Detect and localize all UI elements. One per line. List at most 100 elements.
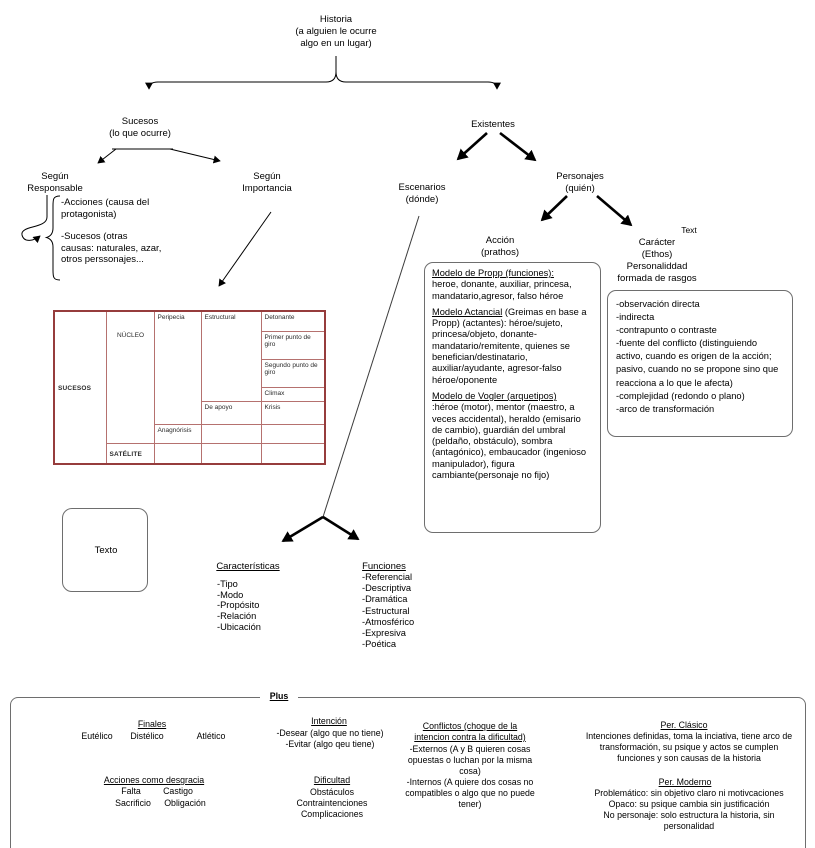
existentes-arrow-personajes xyxy=(499,131,537,162)
propp-title-1: Modelo de Propp (funciones): xyxy=(432,268,554,278)
sucesos-title: Sucesos xyxy=(121,116,159,127)
responsable-item-sucesos: -Sucesos (otras causas: naturales, azar,… xyxy=(61,231,162,265)
escenarios-long-line xyxy=(322,215,420,518)
node-sucesos: Sucesos (lo que ocurre) xyxy=(65,116,215,140)
caracter-l1: Carácter xyxy=(638,237,676,248)
propp-box: Modelo de Propp (funciones): heroe, dona… xyxy=(424,262,601,533)
segun-responsable-l2: Responsable xyxy=(27,183,83,194)
texto-box-label: Texto xyxy=(94,545,118,556)
node-accion: Acción (prathos) xyxy=(450,235,550,259)
accion-l2: (prathos) xyxy=(480,247,519,258)
table-cell-empty-2 xyxy=(260,423,326,444)
text-label: Text xyxy=(681,225,697,235)
dificultad-title: Dificultad xyxy=(313,775,351,785)
table-cell-segundo-giro: Segundo punto de giro xyxy=(260,358,326,388)
funciones-title: Funciones xyxy=(362,561,406,572)
plus-box xyxy=(10,697,806,848)
personajes-arrow-caracter xyxy=(596,195,633,227)
acciones-desgracia-castigo: Castigo xyxy=(163,786,193,796)
personajes-l2: (quién) xyxy=(565,183,595,194)
table-cell-de-apoyo: De apoyo xyxy=(200,400,262,425)
plus-title: Plus xyxy=(260,691,298,702)
table-cell-empty-5 xyxy=(260,442,326,465)
node-segun-importancia: Según Importancia xyxy=(217,171,317,195)
escenarios-l1: Escenarios xyxy=(398,182,446,193)
responsable-brace xyxy=(44,195,61,281)
historia-split-right xyxy=(335,71,501,90)
sucesos-arrow-responsable xyxy=(97,148,117,164)
propp-body-3: :héroe (motor), mentor (maestro, a veces… xyxy=(432,402,587,481)
per-moderno-body: Problemático: sin objetivo claro ni moti… xyxy=(594,788,784,831)
acciones-desgracia-obligacion: Obligación xyxy=(164,798,206,808)
segun-importancia-l1: Según xyxy=(253,171,281,182)
node-existentes: Existentes xyxy=(471,119,515,130)
table-cell-empty-3 xyxy=(153,442,202,465)
rasgos-box: -observación directa -indirecta -contrap… xyxy=(607,290,793,437)
node-personajes: Personajes (quién) xyxy=(530,171,630,195)
caracteristicas-items: -Tipo -Modo -Propósito -Relación -Ubicac… xyxy=(217,579,261,632)
intencion-body: -Desear (algo que no tiene) -Evitar (alg… xyxy=(276,728,384,749)
responsable-hook-arrow xyxy=(21,195,48,244)
caracteristicas-title: Características xyxy=(216,561,280,572)
per-moderno-title: Per. Moderno xyxy=(658,777,712,787)
funciones-items: -Referencial -Descriptiva -Dramática -Es… xyxy=(362,572,415,650)
table-cell-primer-giro: Primer punto de giro xyxy=(260,330,326,360)
importancia-arrow-tabla xyxy=(218,211,272,287)
existentes-arrow-escenarios xyxy=(456,132,488,161)
table-cell-peripecia: Peripecia xyxy=(153,310,202,425)
table-cell-climax: Climax xyxy=(260,386,326,402)
responsable-item-acciones: -Acciones (causa del protagonista) xyxy=(61,197,150,220)
propp-section-2: Modelo Actancial (Greimas en base a Prop… xyxy=(432,307,593,386)
segun-responsable-l1: Según xyxy=(41,171,69,182)
table-cell-estructural: Estructural xyxy=(200,310,262,402)
arrow-funciones xyxy=(322,515,360,541)
per-clasico-title: Per. Clásico xyxy=(660,720,708,730)
accion-l1: Acción xyxy=(485,235,515,246)
propp-body-1: heroe, donante, auxiliar, princesa, mand… xyxy=(432,279,572,301)
propp-section-3: Modelo de Vogler (arquetipos) :héroe (mo… xyxy=(432,391,593,481)
sucesos-table: SUCESOS NÚCLEO Peripecia Estructural Det… xyxy=(53,310,326,465)
acciones-desgracia-falta: Falta xyxy=(121,786,141,796)
texto-box: Texto xyxy=(62,508,148,592)
escenarios-l2: (dónde) xyxy=(405,194,439,205)
propp-title-2: Modelo Actancial xyxy=(432,306,503,317)
node-caracter: Carácter (Ethos) Personaliddad formada d… xyxy=(597,237,717,285)
sucesos-sub: (lo que ocurre) xyxy=(109,128,171,139)
segun-importancia-l2: Importancia xyxy=(242,183,292,194)
acciones-desgracia-sacrificio: Sacrificio xyxy=(115,798,151,808)
propp-title-3: Modelo de Vogler (arquetipos) xyxy=(432,390,557,401)
caracter-l4: formada de rasgos xyxy=(617,273,697,284)
historia-title: Historia xyxy=(319,14,353,25)
intencion-title: Intención xyxy=(311,716,347,726)
table-cell-anagnorisis: Anagnórisis xyxy=(153,423,202,444)
per-clasico-body: Intenciones definidas, toma la inciativa… xyxy=(585,731,793,763)
acciones-desgracia-title: Acciones como desgracia xyxy=(103,775,205,785)
personajes-l1: Personajes xyxy=(556,171,604,182)
conflictos-title: Conflictos (choque de la intencion contr… xyxy=(414,721,526,742)
table-cell-empty-1 xyxy=(200,423,262,444)
personajes-arrow-accion xyxy=(540,195,568,222)
node-historia: Historia (a alguien le ocurre algo en un… xyxy=(246,14,426,50)
node-escenarios: Escenarios (dónde) xyxy=(372,182,472,206)
table-cell-sucesos: SUCESOS xyxy=(53,310,107,465)
historia-sub2: algo en un lugar) xyxy=(300,38,372,49)
caracter-l3: Personaliddad xyxy=(626,261,688,272)
arrow-caracteristicas xyxy=(281,515,324,543)
caracter-l2: (Ethos) xyxy=(641,249,673,260)
propp-body-2: (Greimas en base a Propp) (actantes): hé… xyxy=(432,306,587,385)
historia-sub1: (a alguien le ocurre xyxy=(295,26,377,37)
table-cell-satelite: SATÉLITE xyxy=(105,442,155,465)
sucesos-arrow-importancia xyxy=(169,148,221,164)
finales-item-atletico: Atlético xyxy=(196,731,226,741)
table-cell-empty-4 xyxy=(200,442,262,465)
finales-item-distelico: Distélico xyxy=(130,731,164,741)
finales-item-eutelico: Eutélico xyxy=(81,731,113,741)
finales-title: Finales xyxy=(137,719,167,729)
propp-section-1: Modelo de Propp (funciones): heroe, dona… xyxy=(432,268,593,302)
historia-split-left xyxy=(145,56,337,90)
table-cell-detonante: Detonante xyxy=(260,310,326,332)
table-cell-nucleo: NÚCLEO xyxy=(105,310,155,444)
dificultad-body: Obstáculos Contraintenciones Complicacio… xyxy=(296,787,368,819)
node-segun-responsable: Según Responsable xyxy=(5,171,105,195)
